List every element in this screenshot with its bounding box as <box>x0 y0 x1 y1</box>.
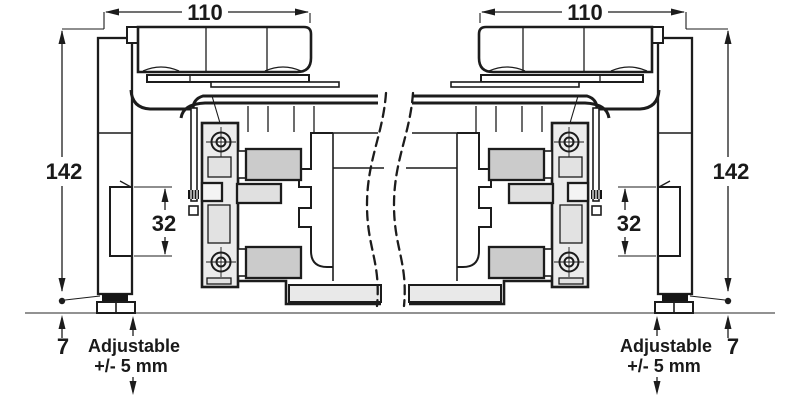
dim-7-left-label: 7 <box>57 334 69 359</box>
dimension-labels: 110 110 142 142 32 32 7 7 Adjustable +/-… <box>46 0 750 376</box>
dim-7-right-label: 7 <box>727 334 739 359</box>
dim-142-right-label: 142 <box>713 159 750 184</box>
dim-32-right-label: 32 <box>617 211 641 236</box>
dim-110-right-label: 110 <box>567 0 603 25</box>
dim-32-left-label: 32 <box>152 211 176 236</box>
adjustable-right-line1: Adjustable <box>620 336 712 356</box>
dim-142-left-label: 142 <box>46 159 83 184</box>
adjustable-left-line2: +/- 5 mm <box>94 356 168 376</box>
adjustable-right-line2: +/- 5 mm <box>627 356 701 376</box>
dim-110-left-label: 110 <box>187 0 223 25</box>
adjustable-left-line1: Adjustable <box>88 336 180 356</box>
break-lines <box>365 91 415 308</box>
